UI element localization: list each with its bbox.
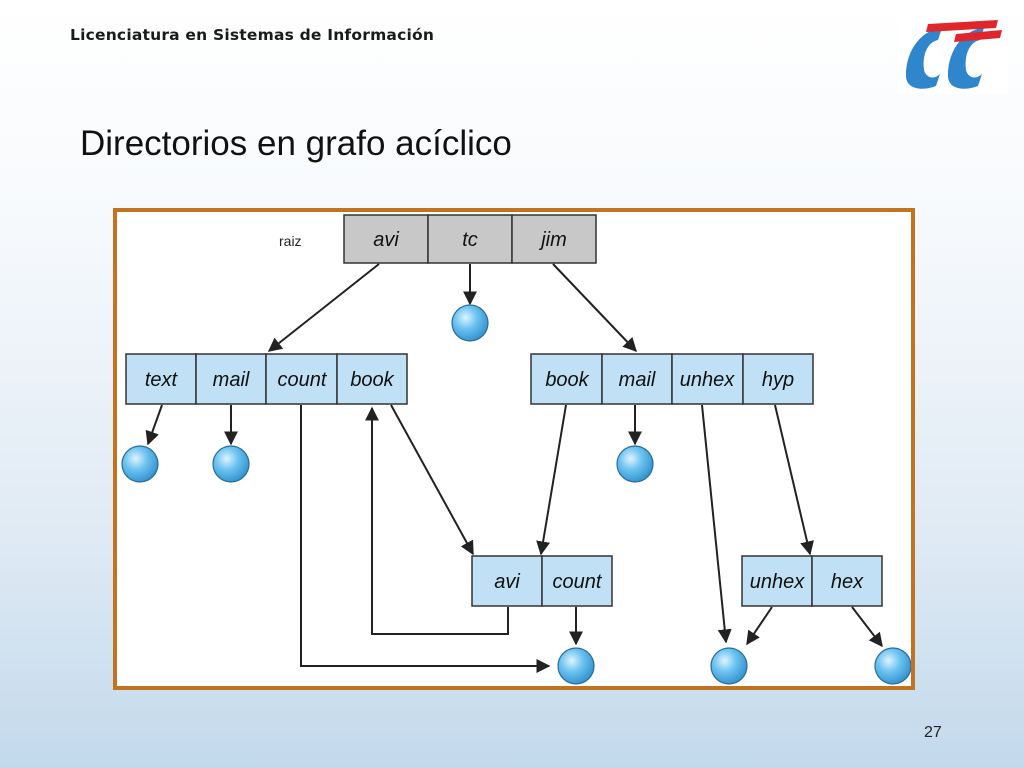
shared-directory: avi count [471, 555, 613, 607]
acyclic-graph-diagram: raiz avi tc jim text mail count book [113, 208, 915, 690]
file-node [616, 445, 654, 483]
file-node [121, 445, 159, 483]
dir-entry-book: book [545, 369, 589, 391]
dir-entry-hex: hex [831, 571, 864, 593]
dir-entry-avi: avi [494, 571, 520, 593]
root-entry-avi: avi [373, 229, 399, 251]
dir-entry-mail: mail [619, 369, 656, 391]
dir-entry-count: count [278, 369, 328, 391]
root-directory: avi tc jim [343, 214, 597, 264]
root-entry-tc: tc [462, 229, 478, 251]
file-nodes [121, 304, 911, 685]
jim-directory: book mail unhex hyp [530, 353, 814, 405]
dir-entry-hyp: hyp [762, 369, 794, 391]
root-entry-jim: jim [538, 229, 567, 251]
dir-entry-mail: mail [213, 369, 250, 391]
dir-entry-book: book [350, 369, 394, 391]
file-node [451, 304, 489, 342]
dir-entry-text: text [145, 369, 179, 391]
university-logo [898, 14, 1008, 94]
dir-entry-unhex: unhex [750, 571, 805, 593]
dir-entry-unhex: unhex [680, 369, 735, 391]
file-node [212, 445, 250, 483]
dir-entry-count: count [553, 571, 603, 593]
file-node [710, 647, 748, 685]
root-label: raiz [279, 233, 302, 249]
hyp-directory: unhex hex [741, 555, 883, 607]
graph-edges [145, 263, 883, 673]
file-node [557, 647, 595, 685]
institution-header: Licenciatura en Sistemas de Información [70, 26, 435, 44]
file-node [874, 647, 911, 685]
page-number: 27 [924, 724, 942, 741]
avi-directory: text mail count book [125, 353, 408, 405]
slide-title: Directorios en grafo acíclico [80, 124, 512, 163]
